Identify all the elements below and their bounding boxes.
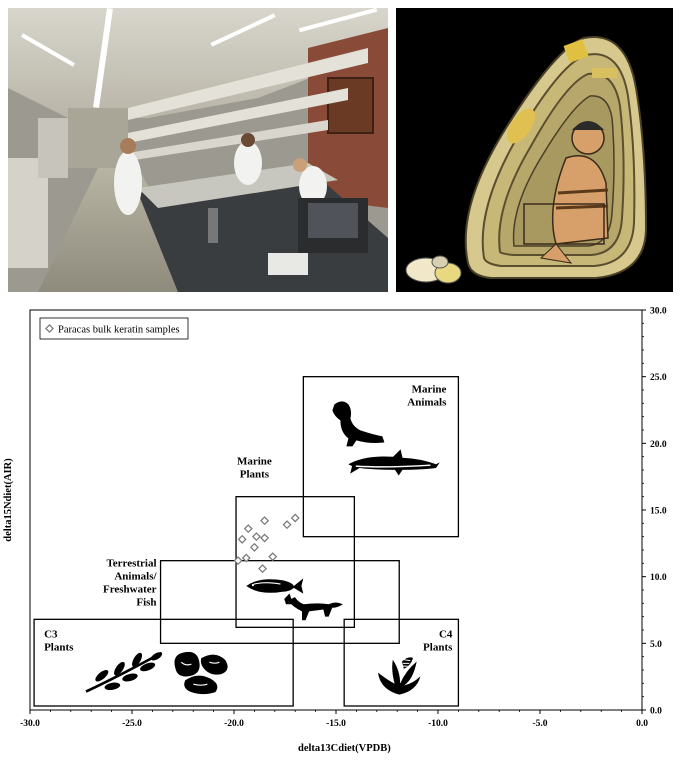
- x-tick-label: -25.0: [122, 719, 142, 729]
- region-box-c3-plants: [33, 618, 294, 707]
- ticks-layer: -30.0 -25.0 -20.0 -15.0 -10.0 -5.0 0.00.0 5.0 10…: [20, 307, 667, 730]
- mummy-bundle-illustration: [396, 8, 673, 292]
- legend: Paracas bulk keratin samples: [39, 317, 189, 340]
- olive-branch-icon: [84, 649, 165, 693]
- data-point: [282, 520, 292, 529]
- x-tick-label: -30.0: [20, 719, 40, 729]
- x-tick-label: -20.0: [224, 719, 244, 729]
- beans-icon: [173, 651, 229, 695]
- region-box-terrestrial-animals-freshwater-fish: [159, 560, 400, 644]
- y-tick-label: 15.0: [650, 507, 667, 517]
- y-axis-title: delta15Ndiet(AIR): [3, 458, 14, 542]
- plot-area: [29, 309, 643, 711]
- fish-icon: [245, 577, 304, 595]
- fox-icon: [284, 593, 343, 621]
- x-tick-label: -10.0: [428, 719, 448, 729]
- data-point: [290, 513, 300, 523]
- laboratory-photo: [8, 8, 388, 292]
- data-point: [260, 533, 269, 543]
- y-tick-label: 30.0: [650, 307, 667, 317]
- x-tick-label: -15.0: [326, 719, 346, 729]
- y-tick-label: 0.0: [650, 707, 662, 717]
- data-point: [244, 524, 253, 533]
- dolphin-icon: [347, 449, 441, 477]
- points-layer: [233, 513, 300, 573]
- y-tick-label: 5.0: [650, 640, 662, 650]
- y-tick-label: 20.0: [650, 440, 667, 450]
- maize-icon: [377, 656, 421, 696]
- data-point: [250, 543, 259, 552]
- data-point: [260, 516, 269, 525]
- y-tick-label: 10.0: [650, 573, 667, 583]
- data-point: [252, 532, 261, 541]
- data-point: [258, 564, 267, 573]
- data-point: [237, 535, 247, 544]
- data-point: [268, 552, 277, 561]
- icons-layer: [84, 401, 441, 696]
- region-box-c4-plants: [343, 618, 460, 707]
- sea-lion-icon: [332, 401, 385, 447]
- region-box-marine-animals: [302, 376, 460, 538]
- y-tick-label: 25.0: [650, 373, 667, 383]
- x-tick-label: 0.0: [636, 719, 648, 729]
- x-tick-label: -5.0: [532, 719, 547, 729]
- x-axis-title: delta13Cdiet(VPDB): [298, 743, 391, 754]
- legend-label: Paracas bulk keratin samples: [58, 325, 180, 336]
